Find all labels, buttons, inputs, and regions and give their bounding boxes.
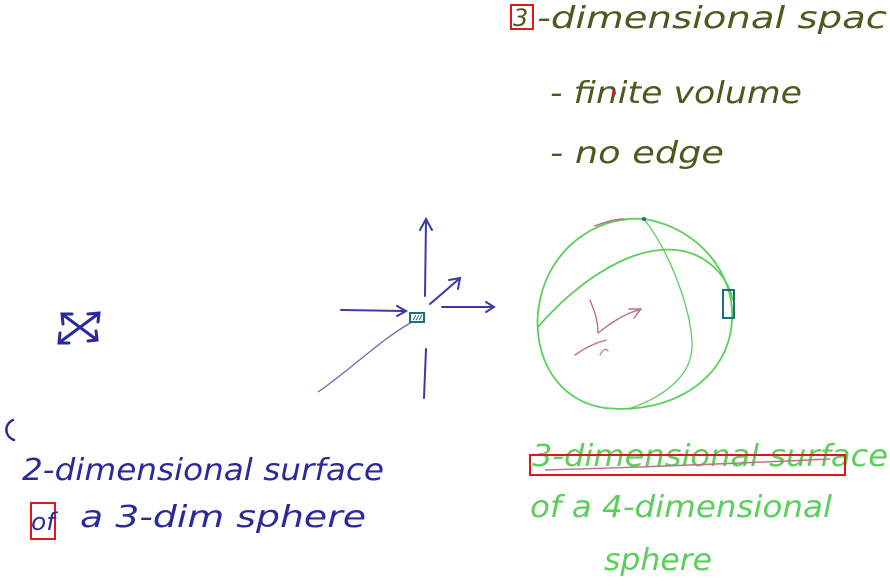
note-2d-surface: 2-dimensional surface xyxy=(22,453,384,488)
bracket-mark xyxy=(5,418,16,442)
selection-box-digit[interactable] xyxy=(510,4,534,30)
note-dimensional-space: -dimensional spac xyxy=(537,1,888,36)
strike-through-line xyxy=(544,458,831,471)
note-sphere: sphere xyxy=(604,543,712,578)
direction-arrows-diagram xyxy=(340,216,496,399)
note-no-edge: - no edge xyxy=(550,136,724,171)
note-finite-volume: - finite volume xyxy=(550,76,802,111)
note-of-4d: of a 4-dimensional xyxy=(530,490,833,525)
center-hatch xyxy=(412,314,423,321)
diagonal-curve-line xyxy=(317,321,413,393)
note-3dim-sphere: a 3-dim sphere xyxy=(80,500,366,535)
digit-three: 3 xyxy=(513,4,528,32)
sphere-pole-dot xyxy=(642,217,646,221)
selection-box-center[interactable] xyxy=(409,312,425,323)
red-dot-mark xyxy=(612,91,616,95)
selection-box-sphere[interactable] xyxy=(722,289,735,319)
selection-box-green-line[interactable] xyxy=(529,454,846,476)
selection-box-of[interactable] xyxy=(30,502,56,540)
note-of-prefix: of xyxy=(31,508,59,536)
crossed-arrows-icon xyxy=(57,311,101,345)
sphere-diagram xyxy=(536,217,734,410)
